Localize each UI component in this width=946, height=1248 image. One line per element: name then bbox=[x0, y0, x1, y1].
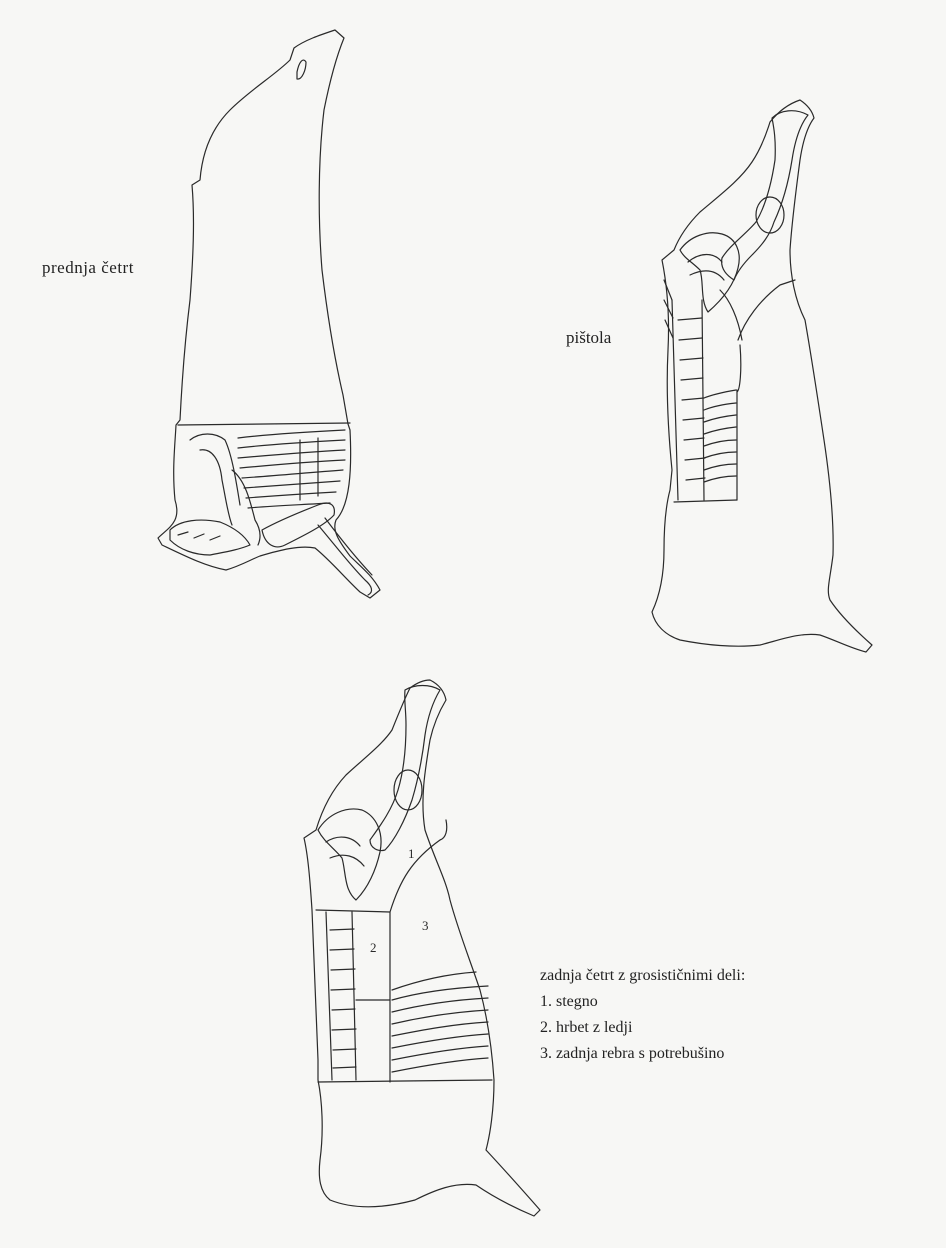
pistol-label: pištola bbox=[566, 328, 611, 348]
region-number-1: 1 bbox=[408, 846, 415, 861]
pistol-outline bbox=[652, 100, 872, 652]
region-number-3: 3 bbox=[422, 918, 429, 933]
hindquarter-drawing bbox=[304, 680, 540, 1216]
legend-title: zadnja četrt z grosističnimi deli: bbox=[540, 963, 745, 989]
forequarter-outline bbox=[158, 30, 380, 598]
hindquarter-legend: zadnja četrt z grosističnimi deli: 1. st… bbox=[540, 963, 745, 1067]
forequarter-label: prednja četrt bbox=[42, 258, 134, 278]
legend-item-rebra: 3. zadnja rebra s potrebušino bbox=[540, 1041, 745, 1067]
forequarter-drawing bbox=[158, 30, 380, 598]
forequarter-eye bbox=[297, 60, 306, 79]
hindquarter-outline bbox=[304, 680, 540, 1216]
region-number-2: 2 bbox=[370, 940, 377, 955]
pistol-drawing bbox=[652, 100, 872, 652]
legend-item-hrbet: 2. hrbet z ledji bbox=[540, 1015, 745, 1041]
legend-item-stegno: 1. stegno bbox=[540, 989, 745, 1015]
region-boundary-1 bbox=[316, 820, 447, 912]
